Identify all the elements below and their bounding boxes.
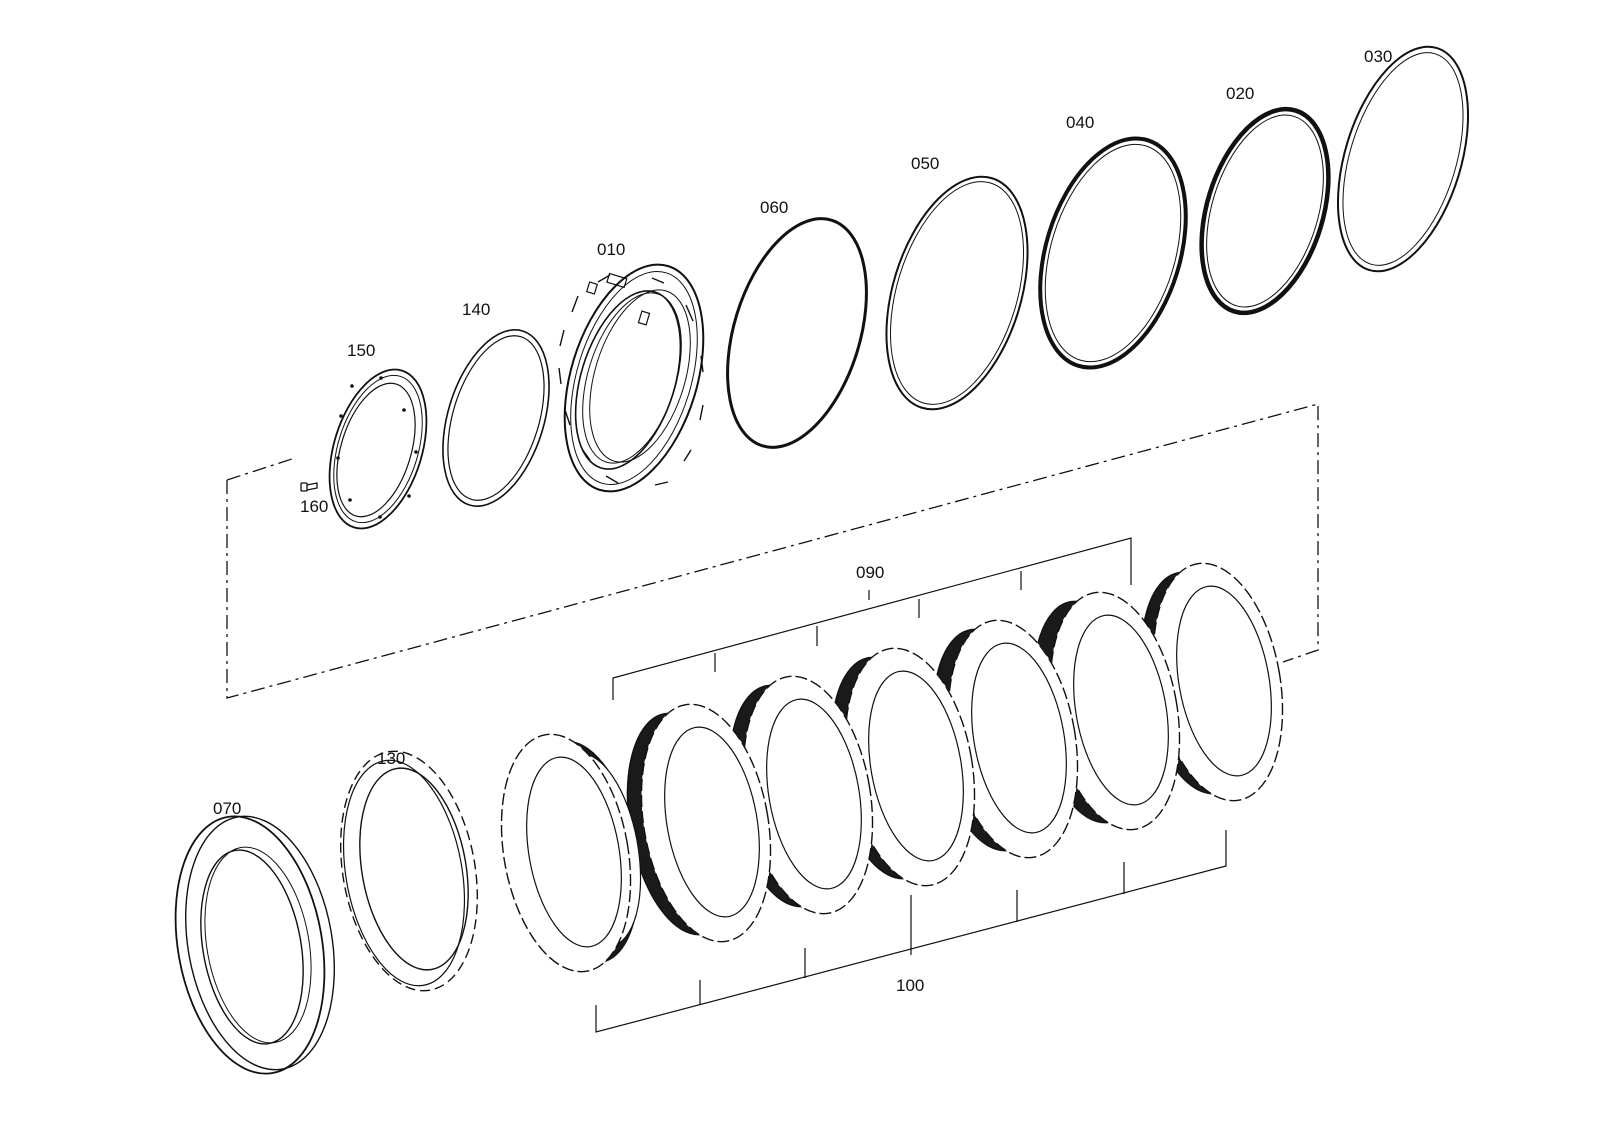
steel-plate-6: [640, 703, 772, 943]
part-030-oring: [1336, 45, 1470, 273]
label-090: 090: [856, 563, 884, 582]
leader-100-bracket: [595, 830, 1227, 1033]
steel-plate-5: [742, 675, 874, 915]
assembly-boundary-dashed: [226, 403, 1319, 699]
steel-plate-7: [500, 733, 632, 973]
label-150: 150: [347, 341, 375, 360]
steel-plate-4: [844, 647, 976, 887]
part-150-holes: [336, 376, 418, 519]
part-050-oring: [885, 175, 1029, 411]
part-020-oring: [1199, 106, 1331, 316]
label-160: 160: [300, 497, 328, 516]
label-030: 030: [1364, 47, 1392, 66]
label-070: 070: [213, 799, 241, 818]
label-040: 040: [1066, 113, 1094, 132]
part-060-oring: [726, 217, 868, 449]
label-140: 140: [462, 300, 490, 319]
steel-plate-2: [1049, 591, 1181, 831]
part-040-oring: [1038, 136, 1188, 370]
clutch-pack: [500, 562, 1284, 973]
label-100: 100: [896, 976, 924, 995]
steel-plate-1: [1152, 562, 1284, 802]
label-060: 060: [760, 198, 788, 217]
leader-090-bracket: [612, 537, 1132, 700]
part-150-retaining-ring: [328, 368, 428, 530]
steel-plate-3: [947, 619, 1079, 859]
label-010: 010: [597, 240, 625, 259]
label-050: 050: [911, 154, 939, 173]
part-010-piston: [558, 263, 705, 493]
part-130-steel-plate: [339, 750, 479, 992]
label-020: 020: [1226, 84, 1254, 103]
part-160-screw: [300, 482, 318, 492]
label-130: 130: [377, 749, 405, 768]
part-070-thrust-washer: [174, 815, 336, 1075]
part-140-ring: [442, 329, 550, 507]
